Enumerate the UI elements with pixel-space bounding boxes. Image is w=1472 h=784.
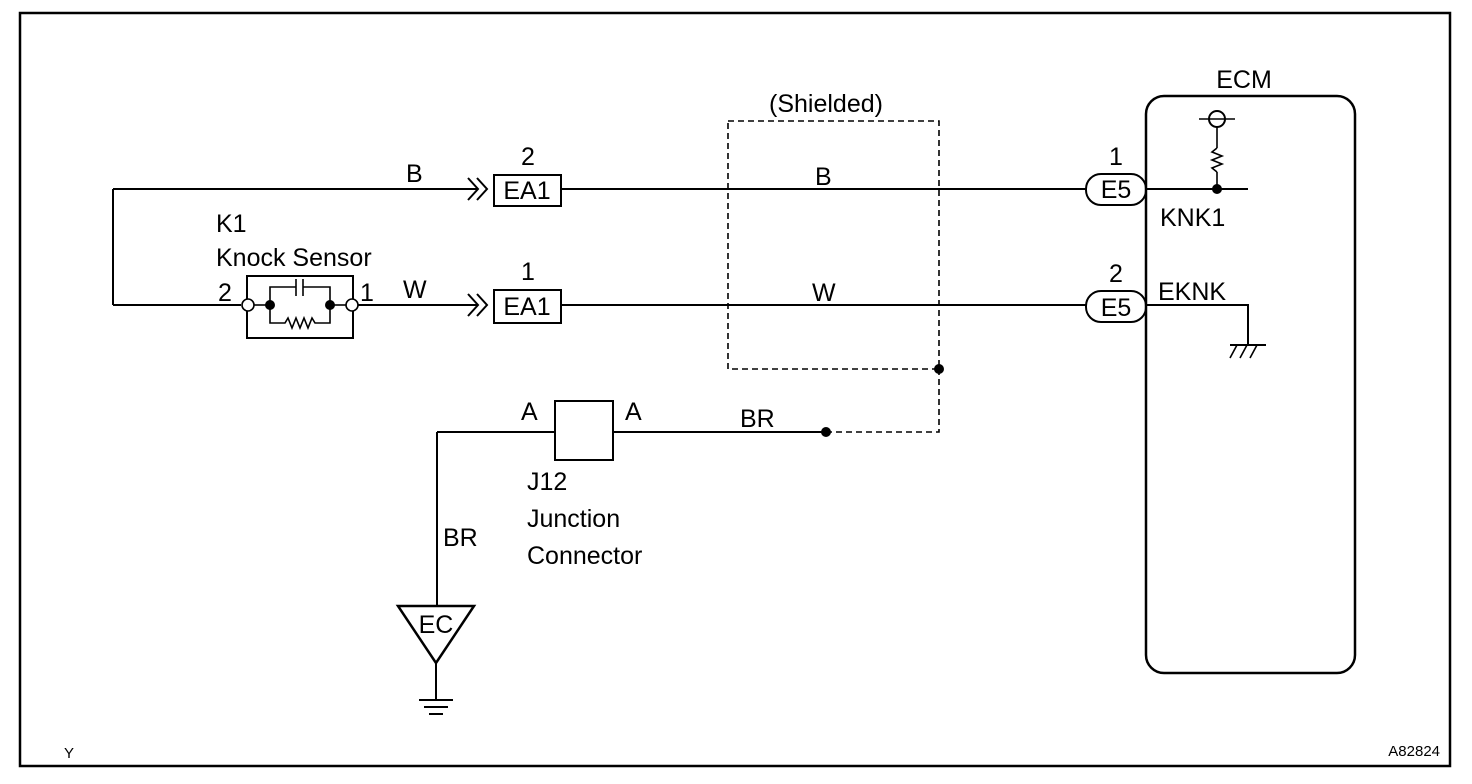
corner-mark: Y — [64, 745, 74, 762]
shield-box — [727, 120, 940, 370]
ea1-bottom-connector: EA1 — [467, 289, 562, 324]
sensor-name: Knock Sensor — [216, 244, 372, 272]
sensor-id: K1 — [216, 210, 247, 238]
ecm-box — [1144, 94, 1357, 675]
e5-top-connector: E5 — [1085, 173, 1147, 206]
sensor-pin-left: 2 — [218, 279, 232, 307]
junction-line1: Junction — [527, 505, 620, 533]
wire-b — [112, 188, 1086, 306]
page-code: A82824 — [1388, 743, 1440, 760]
diagram-frame — [18, 11, 1452, 768]
ea1-top-name: EA1 — [503, 177, 550, 205]
e5-bottom-pin: 2 — [1109, 260, 1123, 288]
wire-w-left-label: W — [403, 276, 427, 304]
junction-connector-box — [554, 400, 614, 461]
knock-sensor-symbol — [241, 275, 359, 339]
ea1-bottom-name: EA1 — [503, 293, 550, 321]
ea1-bottom-pin: 1 — [521, 258, 535, 286]
wire-b-mid-label: B — [815, 163, 832, 191]
sensor-pin-right: 1 — [360, 279, 374, 307]
e5-top-name: E5 — [1101, 176, 1132, 204]
junction-pin-left: A — [521, 398, 538, 426]
ea1-top-pin: 2 — [521, 143, 535, 171]
shield-drain-wire — [826, 369, 940, 433]
wire-w-mid-label: W — [812, 279, 836, 307]
e5-top-pin: 1 — [1109, 143, 1123, 171]
ecm-knk-circuit — [1146, 110, 1248, 194]
shield-label: (Shielded) — [769, 90, 883, 118]
ground-point-label: EC — [419, 611, 454, 639]
ecm-eknk-label: EKNK — [1158, 278, 1226, 306]
ecm-eknk-circuit — [1146, 304, 1266, 359]
wire-br — [436, 431, 826, 606]
ea1-top-connector: EA1 — [467, 174, 562, 207]
ecm-knk-label: KNK1 — [1160, 204, 1225, 232]
e5-bottom-name: E5 — [1101, 294, 1132, 322]
wire-b-left-label: B — [406, 160, 423, 188]
wire-br-down-label: BR — [443, 524, 478, 552]
junction-id: J12 — [527, 468, 567, 496]
ground-point-ec: EC — [395, 604, 477, 715]
e5-bottom-connector: E5 — [1085, 290, 1147, 323]
wire-br-mid-label: BR — [740, 405, 775, 433]
ecm-title: ECM — [1216, 66, 1272, 94]
junction-pin-right: A — [625, 398, 642, 426]
junction-line2: Connector — [527, 542, 642, 570]
